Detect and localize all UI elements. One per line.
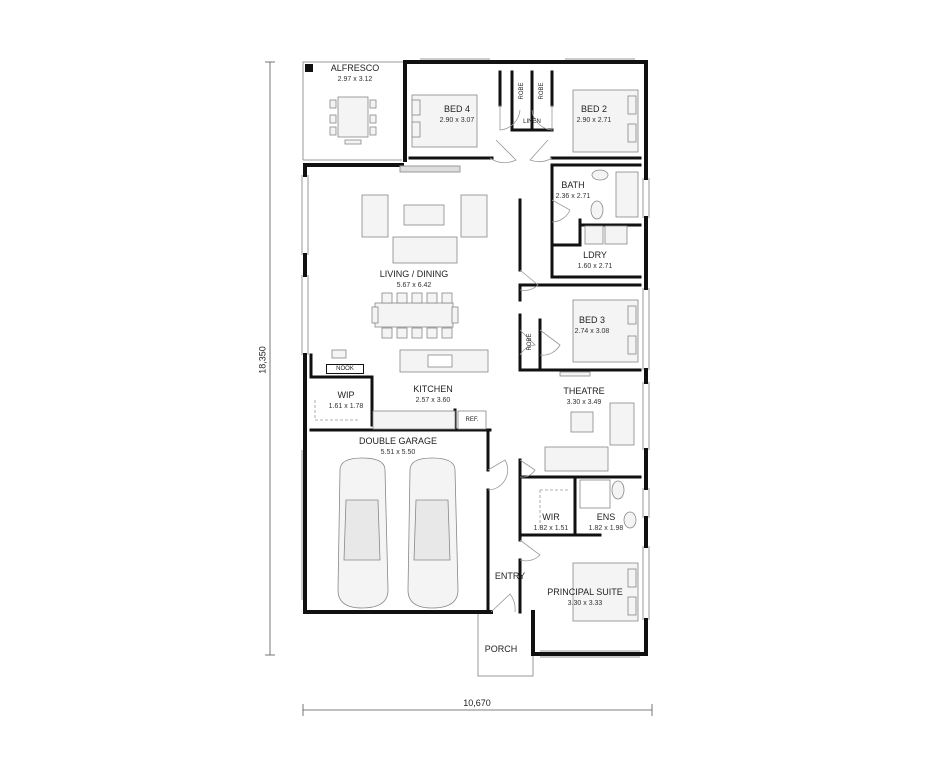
- robe-label-bed4: ROBE: [519, 82, 525, 100]
- room-name: LDRY: [583, 250, 607, 260]
- room-bath: BATH 2.36 x 2.71: [555, 180, 591, 201]
- room-size: 2.97 x 3.12: [337, 76, 373, 83]
- room-name: PRINCIPAL SUITE: [547, 587, 623, 597]
- room-porch: PORCH: [485, 645, 518, 654]
- room-size: 2.57 x 3.60: [415, 397, 451, 404]
- room-name: WIR: [542, 512, 560, 522]
- door-swings: [314, 105, 571, 613]
- alfresco-area: [302, 61, 405, 161]
- room-size: 2.36 x 2.71: [555, 193, 591, 200]
- room-name: BATH: [561, 180, 585, 190]
- exterior-walls: [303, 60, 648, 656]
- ref-label: REF.: [465, 417, 479, 423]
- room-name: THEATRE: [563, 386, 605, 396]
- room-size: 3.30 x 3.33: [567, 600, 603, 607]
- room-wip: WIP 1.61 x 1.78: [328, 390, 364, 411]
- room-principal-suite: PRINCIPAL SUITE 3.30 x 3.33: [547, 587, 623, 608]
- room-name: BED 2: [580, 104, 608, 114]
- room-entry: ENTRY: [495, 572, 525, 581]
- room-name: BED 4: [443, 104, 471, 114]
- width-dimension: 10,670: [463, 698, 491, 708]
- room-bed2: BED 2 2.90 x 2.71: [576, 104, 612, 125]
- room-size: 1.61 x 1.78: [328, 403, 364, 410]
- room-size: 1.60 x 2.71: [577, 263, 613, 270]
- room-size: 1.82 x 1.51: [533, 525, 569, 532]
- room-size: 5.67 x 6.42: [396, 282, 432, 289]
- room-size: 2.90 x 3.07: [439, 117, 475, 124]
- room-size: 1.82 x 1.98: [588, 525, 624, 532]
- room-double-garage: DOUBLE GARAGE 5.51 x 5.50: [358, 436, 438, 457]
- room-size: 5.51 x 5.50: [380, 449, 416, 456]
- room-size: 3.30 x 3.49: [566, 399, 602, 406]
- room-living-dining: LIVING / DINING 5.67 x 6.42: [379, 269, 449, 290]
- room-name: BED 3: [578, 315, 606, 325]
- robe-label-bed2: ROBE: [539, 82, 545, 100]
- room-name: PORCH: [484, 644, 518, 654]
- porch-area: [477, 612, 534, 677]
- room-name: WIP: [337, 390, 355, 400]
- cars: [337, 457, 459, 609]
- furniture: [329, 89, 639, 622]
- room-wir: WIR 1.82 x 1.51: [533, 512, 569, 533]
- room-name: DOUBLE GARAGE: [358, 436, 438, 446]
- depth-dimension: 18,350: [257, 346, 268, 374]
- room-name: ALFRESCO: [330, 63, 380, 73]
- room-name: KITCHEN: [413, 384, 453, 394]
- room-name: ENTRY: [494, 571, 526, 581]
- room-size: 2.90 x 2.71: [576, 117, 612, 124]
- room-size: 2.74 x 3.08: [574, 328, 610, 335]
- room-name: ENS: [596, 512, 616, 522]
- room-kitchen: KITCHEN 2.57 x 3.60: [413, 384, 453, 405]
- room-alfresco: ALFRESCO 2.97 x 3.12: [330, 63, 380, 84]
- linen-label: LINEN: [523, 119, 541, 125]
- room-ldry: LDRY 1.60 x 2.71: [577, 250, 613, 271]
- room-theatre: THEATRE 3.30 x 3.49: [563, 386, 605, 407]
- windows: [301, 58, 650, 658]
- dimension-lines: [265, 61, 653, 716]
- room-name: LIVING / DINING: [379, 269, 449, 279]
- robe-label-bed3: ROBE: [527, 333, 533, 351]
- room-bed3: BED 3 2.74 x 3.08: [574, 315, 610, 336]
- room-ens: ENS 1.82 x 1.98: [588, 512, 624, 533]
- nook-label: NOOK: [326, 364, 364, 374]
- room-bed4: BED 4 2.90 x 3.07: [439, 104, 475, 125]
